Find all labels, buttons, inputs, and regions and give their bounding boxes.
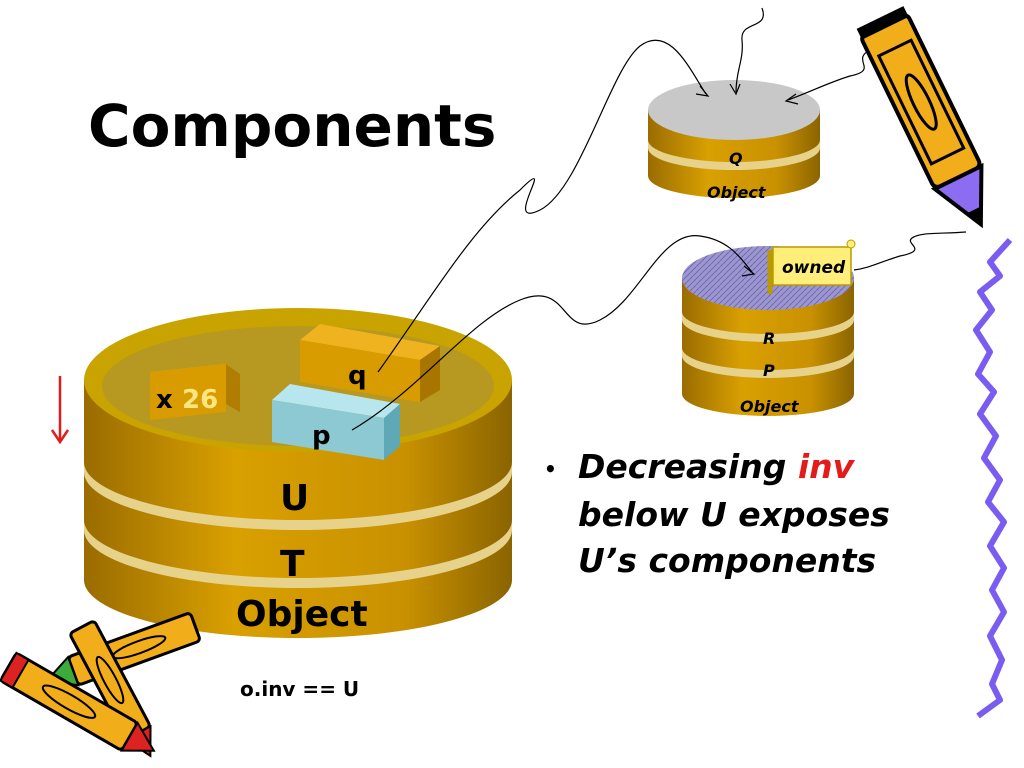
field-p-name: p [312, 421, 331, 451]
pointer-q-to-object-q [377, 39, 707, 373]
squiggle-line-icon [973, 237, 1013, 719]
layer-label-t: T [280, 544, 305, 585]
object-p-layer-r: R [763, 329, 775, 348]
layer-separator [84, 520, 512, 588]
field-x-value: 26 [182, 385, 218, 415]
arrowhead [695, 85, 710, 97]
bullet-line-1-text: Decreasing [578, 447, 798, 486]
field-p-box: p [272, 384, 400, 460]
flag-banner [772, 246, 852, 286]
object-p-layer-p: P [763, 361, 775, 380]
field-q-name: q [348, 361, 367, 391]
pointer-incoming-1 [735, 7, 764, 93]
owned-label: owned [782, 258, 846, 278]
arrowhead [741, 265, 756, 277]
field-x-box: x 26 [150, 364, 240, 420]
object-q-top [648, 80, 820, 140]
layer-label-u: U [280, 478, 309, 519]
slide-title: Components [88, 92, 496, 160]
object-p-layer-object: Object [740, 397, 800, 416]
formula-text: o.inv == U [240, 677, 359, 701]
pointer-lines [351, 7, 967, 431]
pointer-pencil-to-flag [853, 231, 967, 271]
object-q-layer-q: Q [729, 149, 743, 168]
main-object-cylinder: x 26 q p U T Object [84, 308, 512, 638]
layer-separator [84, 462, 512, 530]
arrowhead [729, 83, 741, 96]
field-x-name: x [156, 385, 173, 415]
owned-flag: owned [767, 239, 856, 294]
crayon-icon [0, 612, 201, 758]
bullet-line-1: Decreasing inv [578, 447, 856, 486]
object-q-layer-object: Object [707, 183, 767, 202]
pointer-incoming-2 [787, 49, 871, 101]
arrowhead [784, 93, 799, 105]
bullet-marker: • [544, 457, 557, 481]
layer-label-object: Object [236, 594, 368, 635]
bullet-line-3: U’s components [578, 541, 876, 580]
bullet-line-2: below U exposes [578, 495, 890, 534]
pencil-icon [856, 6, 984, 229]
bullet-line-1-highlight: inv [798, 447, 856, 486]
pointer-p-to-object-p [351, 235, 753, 431]
object-q-cylinder: Q Object [648, 80, 820, 202]
down-arrow-icon [50, 376, 70, 445]
